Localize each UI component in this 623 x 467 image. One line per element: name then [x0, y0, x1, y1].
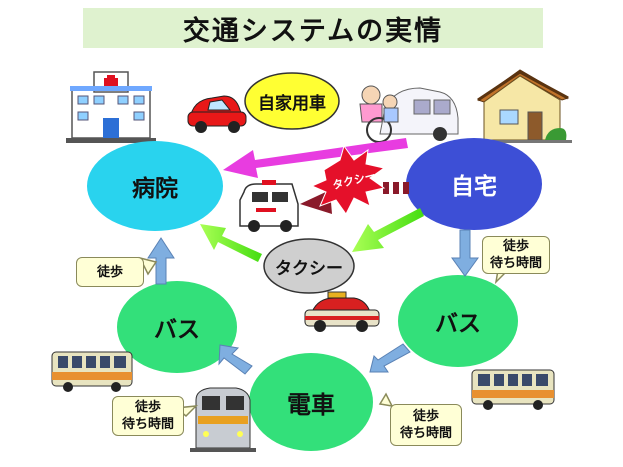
walk-wait-callout-train-left: 徒歩 待ち時間 [112, 396, 184, 436]
bus-right-node [398, 275, 518, 367]
bus-right-label: バス [435, 311, 481, 337]
hospital-label: 病院 [132, 176, 178, 202]
taxi-to-hospital-arrow [200, 224, 262, 262]
bus-left-node [117, 281, 237, 373]
walk-wait-callout-home: 徒歩 待ち時間 [482, 236, 550, 274]
bus-icon [471, 369, 555, 410]
walk-callout-left: 徒歩 [76, 257, 144, 287]
home-to-taxi-arrow [352, 208, 424, 252]
car-icon [187, 95, 247, 133]
private-car-arrow [223, 138, 408, 178]
train-to-bus-arrow [218, 344, 253, 375]
page-title: 交通システムの実情 [182, 15, 444, 47]
callout-tail [138, 256, 158, 276]
bus-left-label: バス [154, 317, 200, 343]
walk-wait-callout-train-right: 徒歩 待ち時間 [390, 404, 462, 446]
title-banner: 交通システムの実情 [83, 8, 543, 48]
home-node [406, 138, 542, 230]
bus-to-hospital-arrow [147, 237, 175, 285]
house-icon [476, 69, 572, 143]
taxi-icon [304, 291, 380, 332]
train-label: 電車 [287, 390, 335, 419]
taxi-label: タクシー [275, 258, 343, 279]
private-car-node [244, 72, 340, 130]
bus-to-train-arrow [369, 343, 411, 373]
home-label: 自宅 [451, 174, 497, 200]
hospital-node [87, 141, 223, 231]
taxi-node [263, 238, 355, 294]
train-icon [190, 387, 256, 452]
red-burst-icon [310, 144, 386, 215]
home-to-bus-arrow [451, 229, 479, 277]
wheelchair-van-icon [359, 85, 459, 143]
train-node [249, 353, 373, 451]
bus-icon [51, 351, 133, 392]
callout-tail [378, 392, 394, 407]
hospital-icon [66, 71, 156, 143]
private-car-label: 自家用車 [258, 93, 326, 114]
ambulance-icon [239, 180, 299, 232]
